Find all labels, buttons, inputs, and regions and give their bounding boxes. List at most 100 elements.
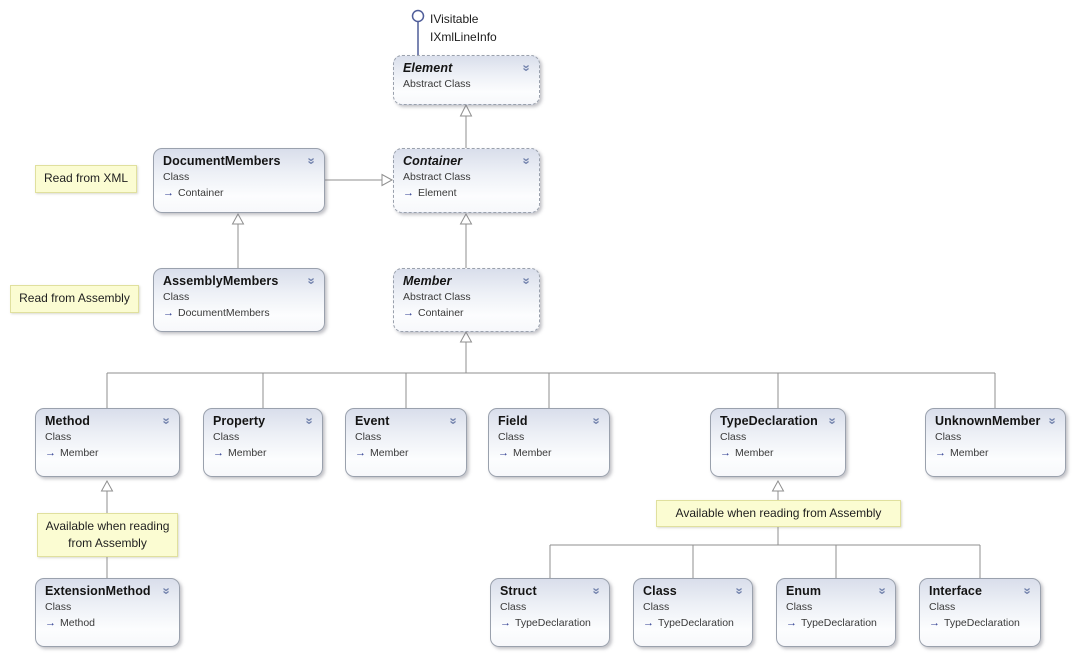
class-kind: Class (355, 431, 382, 443)
inherits-arrow-icon: → (498, 447, 509, 459)
base-class-row: → Member (213, 447, 313, 459)
base-class-row: → Member (720, 447, 836, 459)
base-class-row: → TypeDeclaration (643, 617, 743, 629)
comment-read-from-xml: Read from XML (35, 165, 137, 193)
lollipop-interface-icon (411, 9, 425, 55)
class-title: Element (403, 61, 453, 75)
collapse-chevron-icon[interactable]: » (589, 587, 605, 595)
collapse-chevron-icon[interactable]: » (519, 157, 535, 165)
base-class-name: Member (228, 447, 267, 459)
comment-read-from-assembly: Read from Assembly (10, 285, 139, 313)
inherits-arrow-icon: → (163, 187, 174, 199)
inherits-arrow-icon: → (45, 617, 56, 629)
base-class-row: → Container (163, 187, 315, 199)
node-header: AssemblyMembers » (163, 274, 320, 288)
class-node-struct[interactable]: Struct » Class → TypeDeclaration (490, 578, 610, 647)
inherits-arrow-icon: → (403, 187, 414, 199)
comment-available-when-reading-left: Available when reading from Assembly (37, 513, 178, 557)
collapse-chevron-icon[interactable]: » (1020, 587, 1036, 595)
class-title: Member (403, 274, 452, 288)
class-node-unknownmember[interactable]: UnknownMember » Class → Member (925, 408, 1066, 477)
class-title: Property (213, 414, 266, 428)
collapse-chevron-icon[interactable]: » (304, 277, 320, 285)
inheritance-container-element (459, 103, 473, 148)
inherits-arrow-icon: → (720, 447, 731, 459)
class-node-property[interactable]: Property » Class → Member (203, 408, 323, 477)
class-kind: Class (500, 601, 527, 613)
class-title: Field (498, 414, 528, 428)
inherits-arrow-icon: → (213, 447, 224, 459)
base-class-name: Member (735, 447, 774, 459)
base-class-name: TypeDeclaration (658, 617, 734, 629)
base-class-name: DocumentMembers (178, 307, 270, 319)
class-kind: Abstract Class (403, 78, 471, 90)
class-kind: Class (786, 601, 813, 613)
base-class-row: → TypeDeclaration (929, 617, 1031, 629)
class-title: Enum (786, 584, 822, 598)
collapse-chevron-icon[interactable]: » (875, 587, 891, 595)
collapse-chevron-icon[interactable]: » (519, 64, 535, 72)
collapse-chevron-icon[interactable]: » (159, 587, 175, 595)
inheritance-member-container (459, 212, 473, 268)
class-node-documentmembers[interactable]: DocumentMembers » Class → Container (153, 148, 325, 213)
class-node-member[interactable]: Member » Abstract Class → Container (393, 268, 540, 332)
collapse-chevron-icon[interactable]: » (732, 587, 748, 595)
class-title: Struct (500, 584, 537, 598)
class-title: DocumentMembers (163, 154, 281, 168)
class-title: UnknownMember (935, 414, 1041, 428)
class-kind: Abstract Class (403, 291, 471, 303)
node-header: Struct » (500, 584, 605, 598)
class-title: AssemblyMembers (163, 274, 279, 288)
class-node-assemblymembers[interactable]: AssemblyMembers » Class → DocumentMember… (153, 268, 325, 332)
class-node-method[interactable]: Method » Class → Member (35, 408, 180, 477)
class-node-class[interactable]: Class » Class → TypeDeclaration (633, 578, 753, 647)
class-node-element[interactable]: Element » Abstract Class (393, 55, 540, 105)
class-node-enum[interactable]: Enum » Class → TypeDeclaration (776, 578, 896, 647)
collapse-chevron-icon[interactable]: » (302, 417, 318, 425)
inherits-arrow-icon: → (935, 447, 946, 459)
class-kind: Class (935, 431, 962, 443)
collapse-chevron-icon[interactable]: » (825, 417, 841, 425)
base-class-name: Member (513, 447, 552, 459)
class-node-field[interactable]: Field » Class → Member (488, 408, 610, 477)
inherits-arrow-icon: → (786, 617, 797, 629)
inherits-arrow-icon: → (500, 617, 511, 629)
class-kind: Class (163, 171, 190, 183)
collapse-chevron-icon[interactable]: » (519, 277, 535, 285)
base-class-row: → Method (45, 617, 170, 629)
base-class-name: Member (950, 447, 989, 459)
collapse-chevron-icon[interactable]: » (446, 417, 462, 425)
base-class-name: Container (178, 187, 224, 199)
lollipop-label-ixmllineinfo: IXmlLineInfo (430, 30, 497, 44)
node-header: Class » (643, 584, 748, 598)
node-header: ExtensionMethod » (45, 584, 175, 598)
base-class-name: Member (60, 447, 99, 459)
base-class-row: → TypeDeclaration (786, 617, 886, 629)
collapse-chevron-icon[interactable]: » (589, 417, 605, 425)
collapse-chevron-icon[interactable]: » (304, 157, 320, 165)
class-node-typedeclaration[interactable]: TypeDeclaration » Class → Member (710, 408, 846, 477)
inheritance-assemblymembers-documentmembers (231, 212, 245, 268)
inherits-arrow-icon: → (355, 447, 366, 459)
class-kind: Class (720, 431, 747, 443)
class-node-extensionmethod[interactable]: ExtensionMethod » Class → Method (35, 578, 180, 647)
collapse-chevron-icon[interactable]: » (1045, 417, 1061, 425)
node-header: Property » (213, 414, 318, 428)
class-kind: Class (45, 601, 72, 613)
node-header: Element » (403, 61, 535, 75)
class-node-interface[interactable]: Interface » Class → TypeDeclaration (919, 578, 1041, 647)
comment-text: Read from Assembly (19, 291, 130, 306)
node-header: Container » (403, 154, 535, 168)
class-title: ExtensionMethod (45, 584, 151, 598)
class-title: Container (403, 154, 463, 168)
inherits-arrow-icon: → (929, 617, 940, 629)
class-node-container[interactable]: Container » Abstract Class → Element (393, 148, 540, 213)
collapse-chevron-icon[interactable]: » (159, 417, 175, 425)
base-class-row: → Member (355, 447, 457, 459)
class-node-event[interactable]: Event » Class → Member (345, 408, 467, 477)
inheritance-typedeclaration-bus (549, 479, 981, 578)
inherits-arrow-icon: → (403, 307, 414, 319)
base-class-name: Element (418, 187, 457, 199)
